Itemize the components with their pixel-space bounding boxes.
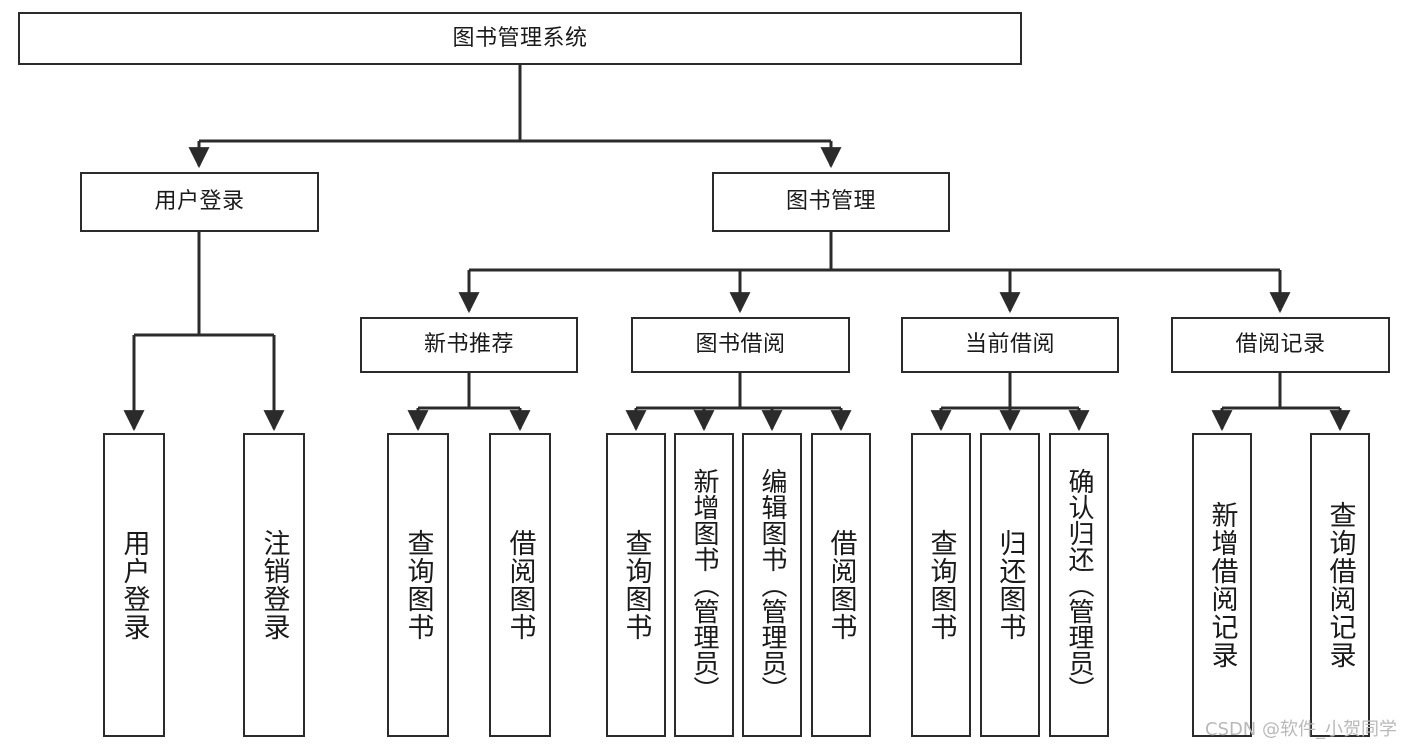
leaf-user-login-label: 用户登录 <box>118 529 150 641</box>
node-root-label: 图书管理系统 <box>452 25 588 51</box>
leaf-record-add-label: 新增借阅记录 <box>1206 501 1238 669</box>
leaf-borrow-query-book-label: 查询图书 <box>620 529 652 641</box>
node-new-book-recommend-label: 新书推荐 <box>423 332 514 358</box>
leaf-logout-label: 注销登录 <box>258 529 290 641</box>
leaf-logout[interactable]: 注销登录 <box>243 433 305 737</box>
leaf-borrow-edit-book[interactable]: 编辑图书（管理员） <box>742 433 802 737</box>
leaf-newbook-query-book[interactable]: 查询图书 <box>387 433 449 737</box>
node-book-borrow[interactable]: 图书借阅 <box>631 317 850 373</box>
leaf-borrow-borrow-book-label: 借阅图书 <box>825 529 857 641</box>
node-book-borrow-label: 图书借阅 <box>695 332 786 358</box>
leaf-user-login[interactable]: 用户登录 <box>103 433 165 737</box>
leaf-current-return-book[interactable]: 归还图书 <box>980 433 1040 737</box>
node-book-management-label: 图书管理 <box>785 189 876 215</box>
leaf-current-query-book-label: 查询图书 <box>925 529 957 641</box>
leaf-borrow-borrow-book[interactable]: 借阅图书 <box>811 433 871 737</box>
leaf-current-query-book[interactable]: 查询图书 <box>911 433 971 737</box>
leaf-borrow-add-book[interactable]: 新增图书（管理员） <box>674 433 734 737</box>
leaf-newbook-borrow-book[interactable]: 借阅图书 <box>489 433 551 737</box>
watermark: CSDN @软件_小贺同学 <box>1204 719 1397 740</box>
node-borrow-record[interactable]: 借阅记录 <box>1171 317 1390 373</box>
leaf-record-query[interactable]: 查询借阅记录 <box>1310 433 1370 737</box>
leaf-borrow-add-book-label: 新增图书（管理员） <box>689 468 719 702</box>
node-book-management[interactable]: 图书管理 <box>712 172 950 232</box>
node-user-login[interactable]: 用户登录 <box>80 172 319 232</box>
node-root[interactable]: 图书管理系统 <box>18 12 1022 65</box>
leaf-record-query-label: 查询借阅记录 <box>1324 501 1356 669</box>
leaf-newbook-query-book-label: 查询图书 <box>402 529 434 641</box>
leaf-current-return-book-label: 归还图书 <box>994 529 1026 641</box>
node-borrow-record-label: 借阅记录 <box>1235 332 1326 358</box>
leaf-current-confirm-return[interactable]: 确认归还（管理员） <box>1049 433 1109 737</box>
leaf-borrow-query-book[interactable]: 查询图书 <box>606 433 666 737</box>
leaf-current-confirm-return-label: 确认归还（管理员） <box>1064 468 1094 702</box>
node-new-book-recommend[interactable]: 新书推荐 <box>360 317 578 373</box>
leaf-newbook-borrow-book-label: 借阅图书 <box>504 529 536 641</box>
leaf-record-add[interactable]: 新增借阅记录 <box>1192 433 1252 737</box>
node-user-login-label: 用户登录 <box>154 189 245 215</box>
node-current-borrow[interactable]: 当前借阅 <box>901 317 1119 373</box>
node-current-borrow-label: 当前借阅 <box>964 332 1055 358</box>
leaf-borrow-edit-book-label: 编辑图书（管理员） <box>757 468 787 702</box>
